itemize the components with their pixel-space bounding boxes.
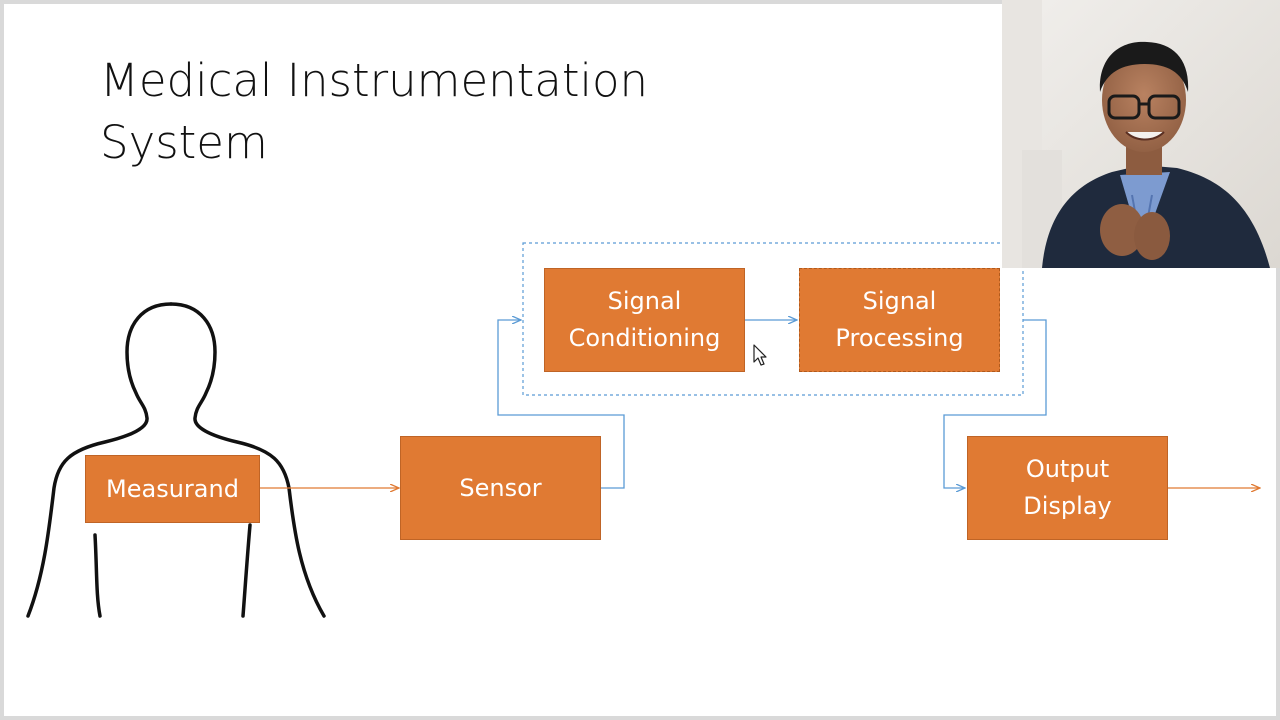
sensor-block: Sensor (400, 436, 601, 540)
slide-title-line2: System (100, 116, 268, 169)
slide-title: Medical Instrumentation System (100, 50, 860, 174)
connector-sensor-conditioning (497, 320, 625, 489)
output-label-line1: Output (1025, 455, 1110, 483)
slide-title-line1: Medical Instrumentation (100, 54, 649, 107)
measurand-block: Measurand (85, 455, 260, 523)
conditioning-label-line2: Conditioning (568, 324, 721, 352)
output-label-line2: Display (1023, 492, 1112, 520)
processing-label-line1: Signal (862, 287, 937, 315)
processing-label-line2: Processing (835, 324, 964, 352)
signal-conditioning-block: Signal Conditioning (544, 268, 745, 372)
sensor-label: Sensor (459, 473, 542, 502)
mouse-pointer-icon (753, 344, 767, 366)
presenter-webcam (1002, 0, 1280, 268)
connector-processing-output (943, 319, 1047, 488)
output-display-block: Output Display (967, 436, 1168, 540)
conditioning-label-line1: Signal (607, 287, 682, 315)
processing-group-border (522, 242, 1024, 396)
signal-processing-block: Signal Processing (799, 268, 1000, 372)
measurand-label: Measurand (106, 474, 239, 503)
human-outline-icon (26, 302, 326, 618)
